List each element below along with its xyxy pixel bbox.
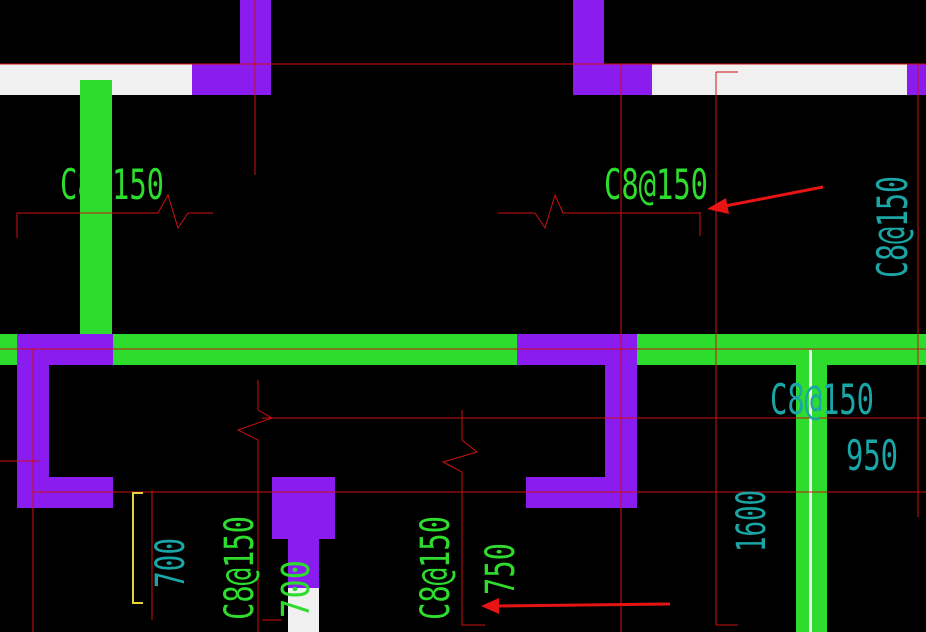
rebar-label-bottom-left: C8@150 (217, 516, 263, 620)
arrow-bottom-shaft (493, 602, 671, 608)
break-line-left (236, 380, 274, 632)
dim-label-700-yellow: 700 (148, 538, 194, 588)
column-bottom-center-stem (288, 477, 319, 588)
rebar-label-bottom-mid: C8@150 (413, 516, 459, 620)
arrow-top-head (707, 198, 729, 214)
rebar-label-mid-right: C8@150 (770, 375, 874, 424)
dim-label-700-small: 700 (274, 560, 318, 618)
wall-white-bottom-stub (288, 588, 319, 632)
rebar-label-top-left: C8@150 (60, 160, 164, 209)
dim-bracket-yellow (132, 492, 143, 604)
break-line-top-mid (498, 193, 700, 230)
column-top-right-stem (573, 0, 604, 95)
arrow-bottom (481, 598, 671, 614)
rebar-label-top-mid: C8@150 (604, 160, 708, 209)
break-line-top-left (16, 193, 213, 238)
dim-label-950: 950 (846, 431, 898, 480)
arrow-bottom-head (481, 598, 499, 614)
arrow-top-shaft (719, 185, 824, 209)
wall-white-top-right (652, 64, 908, 95)
beam-left-vertical (80, 80, 112, 336)
rebar-label-right-vertical: C8@150 (868, 176, 917, 278)
dim-label-1600: 1600 (729, 490, 775, 552)
beam-right-vertical-highlight (809, 350, 812, 632)
dim-label-750: 750 (478, 543, 524, 595)
break-line-mid (441, 410, 485, 626)
arrow-top (707, 185, 824, 214)
column-top-far-right (907, 64, 926, 95)
